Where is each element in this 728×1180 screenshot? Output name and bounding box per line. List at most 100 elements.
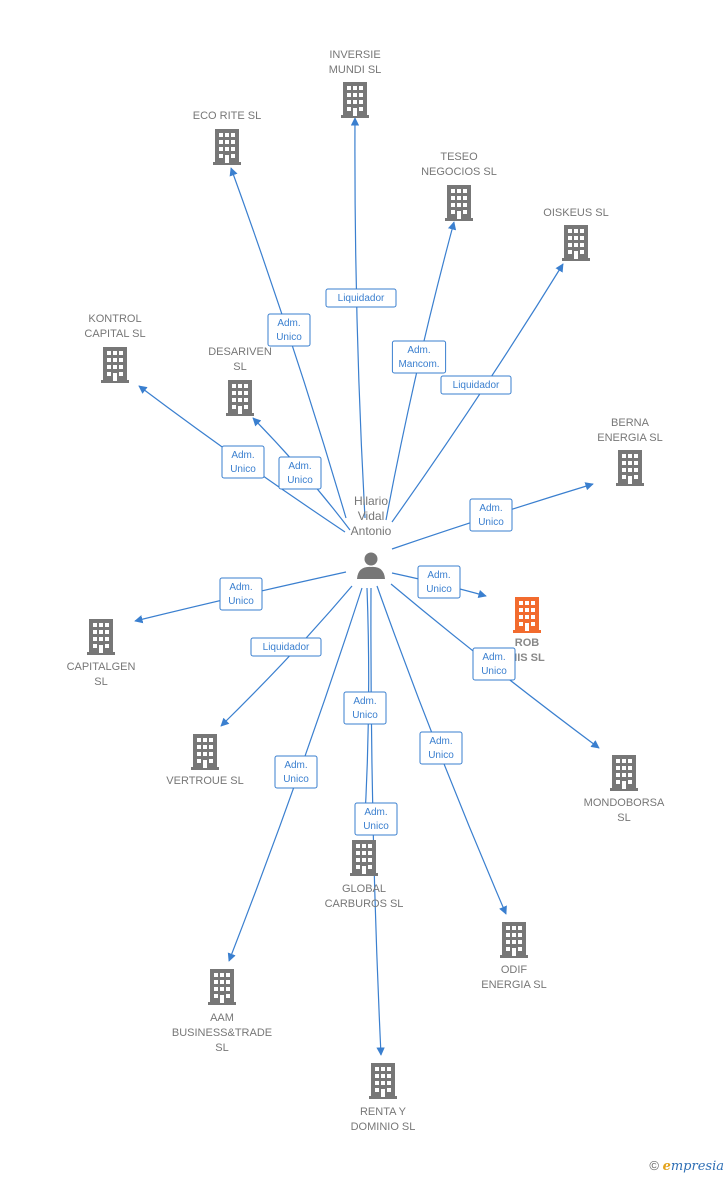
company-berna[interactable]: BERNA ENERGIA SL bbox=[597, 417, 663, 486]
role-box bbox=[219, 577, 263, 611]
role-badge-teseo[interactable]: Adm.Mancom. bbox=[391, 340, 447, 374]
company-label: MUNDI SL bbox=[329, 64, 382, 76]
company-ecorite[interactable]: ECO RITE SL bbox=[193, 110, 261, 165]
nodes-layer: INVERSIE MUNDI SL ECO RITE SL TESEONEGOCIOS… bbox=[67, 49, 665, 1133]
company-aam[interactable]: AAM BUSINESS&TRADE SL bbox=[172, 969, 272, 1054]
role-box bbox=[419, 731, 463, 765]
building-icon bbox=[350, 840, 378, 876]
building-icon bbox=[562, 225, 590, 261]
company-label: BERNA bbox=[611, 417, 650, 429]
role-badge-oiskeus[interactable]: Liquidador bbox=[440, 375, 512, 395]
role-badge-inversie[interactable]: Liquidador bbox=[325, 288, 397, 308]
company-label: ROB bbox=[515, 637, 540, 649]
company-label: SL bbox=[233, 361, 246, 373]
company-label: CAPITALGEN bbox=[67, 661, 136, 673]
role-badge-capitalgen[interactable]: Adm.Unico bbox=[219, 577, 263, 611]
company-label: ECO RITE SL bbox=[193, 110, 261, 122]
role-badge-desariven[interactable]: Adm.Unico bbox=[278, 456, 322, 490]
company-label: AAM bbox=[210, 1012, 234, 1024]
role-label: Unico bbox=[352, 710, 378, 721]
role-label: Adm. bbox=[364, 807, 387, 818]
building-icon bbox=[87, 619, 115, 655]
copyright-symbol: © bbox=[649, 1158, 659, 1173]
company-kontrol[interactable]: KONTROL CAPITAL SL bbox=[84, 313, 146, 383]
company-label: ENERGIA SL bbox=[597, 432, 662, 444]
role-label: Unico bbox=[478, 517, 504, 528]
company-inversie[interactable]: INVERSIE MUNDI SL bbox=[329, 49, 382, 118]
company-label: GLOBAL bbox=[342, 883, 386, 895]
role-badge-aam[interactable]: Adm.Unico bbox=[274, 755, 318, 789]
company-label: KONTROL bbox=[88, 313, 141, 325]
building-icon bbox=[513, 597, 541, 633]
role-box bbox=[278, 456, 322, 490]
company-oiskeus[interactable]: OISKEUS SL bbox=[543, 207, 609, 261]
building-icon bbox=[616, 450, 644, 486]
role-label: Adm. bbox=[277, 318, 300, 329]
role-badge-mondoborsa[interactable]: Adm. Unico bbox=[472, 647, 516, 681]
role-badge-kontrol[interactable]: Adm. Unico bbox=[221, 445, 265, 479]
role-label: Liquidador bbox=[453, 380, 500, 391]
building-icon bbox=[500, 922, 528, 958]
role-badge-berna[interactable]: Adm. Unico bbox=[469, 498, 513, 532]
company-label: CARBUROS SL bbox=[325, 898, 404, 910]
role-label: Adm. bbox=[479, 503, 502, 514]
role-box bbox=[440, 375, 512, 395]
building-icon bbox=[610, 755, 638, 791]
role-label: Adm. bbox=[231, 450, 254, 461]
footer-credit: © empresia bbox=[649, 1158, 724, 1174]
role-box bbox=[469, 498, 513, 532]
company-odif[interactable]: ODIF ENERGIA SL bbox=[481, 922, 547, 991]
role-label: Adm. bbox=[427, 570, 450, 581]
role-box bbox=[267, 313, 311, 347]
company-label: CAPITAL SL bbox=[84, 328, 145, 340]
role-box bbox=[472, 647, 516, 681]
building-icon bbox=[213, 129, 241, 165]
role-badge-rob[interactable]: Adm. Unico bbox=[417, 565, 461, 599]
building-icon bbox=[369, 1063, 397, 1099]
role-box bbox=[354, 802, 398, 836]
role-box bbox=[274, 755, 318, 789]
company-label: SL bbox=[215, 1042, 228, 1054]
edge-inversie bbox=[350, 117, 366, 519]
company-label: OISKEUS SL bbox=[543, 207, 608, 219]
role-label: Unico bbox=[481, 666, 507, 677]
brand-logo[interactable]: empresia bbox=[662, 1159, 724, 1174]
role-box bbox=[343, 691, 387, 725]
company-label: BUSINESS&TRADE bbox=[172, 1027, 272, 1039]
building-icon bbox=[208, 969, 236, 1005]
role-box bbox=[250, 637, 322, 657]
role-badge-renta[interactable]: Adm. Unico bbox=[354, 802, 398, 836]
company-label: VERTROUE SL bbox=[166, 775, 243, 787]
person-name-label: Hilario bbox=[354, 494, 388, 508]
role-label: Adm. bbox=[429, 736, 452, 747]
company-label: SL bbox=[617, 812, 630, 824]
roles-layer: LiquidadorAdm.UnicoAdm.Mancom.Liquidador… bbox=[219, 288, 516, 836]
role-badge-ecorite[interactable]: Adm.Unico bbox=[267, 313, 311, 347]
company-label: ODIF bbox=[501, 964, 528, 976]
role-label: Unico bbox=[428, 750, 454, 761]
role-box bbox=[221, 445, 265, 479]
role-badge-global[interactable]: Adm.Unico bbox=[343, 691, 387, 725]
role-badge-vertroue[interactable]: Liquidador bbox=[250, 637, 322, 657]
role-label: Unico bbox=[363, 821, 389, 832]
company-label: INVERSIE bbox=[329, 49, 380, 61]
company-label: ENERGIA SL bbox=[481, 979, 546, 991]
building-icon bbox=[226, 380, 254, 416]
company-global[interactable]: GLOBAL CARBUROS SL bbox=[325, 840, 404, 910]
role-badge-odif[interactable]: Adm. Unico bbox=[419, 731, 463, 765]
company-vertroue[interactable]: VERTROUE SL bbox=[166, 734, 244, 787]
role-label: Unico bbox=[230, 464, 256, 475]
building-icon bbox=[445, 185, 473, 221]
role-label: Unico bbox=[426, 584, 452, 595]
role-box bbox=[325, 288, 397, 308]
role-label: Unico bbox=[283, 774, 309, 785]
role-label: Adm. bbox=[482, 652, 505, 663]
